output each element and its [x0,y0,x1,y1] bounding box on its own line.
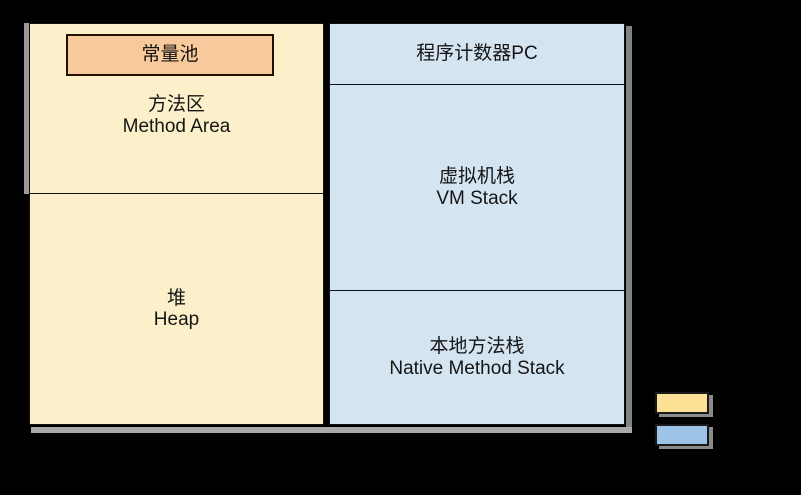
constant-pool-label: 常量池 [141,44,199,66]
native-method-stack-box: 本地方法栈 Native Method Stack [329,290,625,425]
heap-label-zh: 堆 [166,287,186,309]
native-method-stack-label-zh: 本地方法栈 [429,336,525,357]
vm-stack-label-en: VM Stack [436,187,518,209]
heap-box: 堆 Heap [29,193,324,425]
native-method-stack-label: 本地方法栈 Native Method Stack [389,336,564,379]
legend-yellow-swatch [655,392,709,414]
program-counter-label: 程序计数器PC [416,43,538,65]
method-area-label: 方法区 Method Area [123,94,231,137]
program-counter-box: 程序计数器PC [329,23,625,85]
shadow-bottom-strip [31,427,632,433]
native-method-stack-label-en: Native Method Stack [389,357,565,379]
heap-label-en: Heap [153,309,200,330]
method-area-label-zh: 方法区 [147,94,205,115]
legend-blue-swatch [655,424,709,446]
constant-pool-box: 常量池 [66,34,274,76]
vm-stack-label: 虚拟机栈 VM Stack [436,166,517,209]
method-area-label-en: Method Area [122,115,231,137]
heap-label: 堆 Heap [154,288,199,331]
vm-stack-label-zh: 虚拟机栈 [438,166,515,187]
shadow-left-strip [24,23,29,194]
vm-stack-box: 虚拟机栈 VM Stack [329,84,625,291]
method-area-box: 常量池 方法区 Method Area [29,23,324,194]
shadow-right-strip [626,26,632,433]
